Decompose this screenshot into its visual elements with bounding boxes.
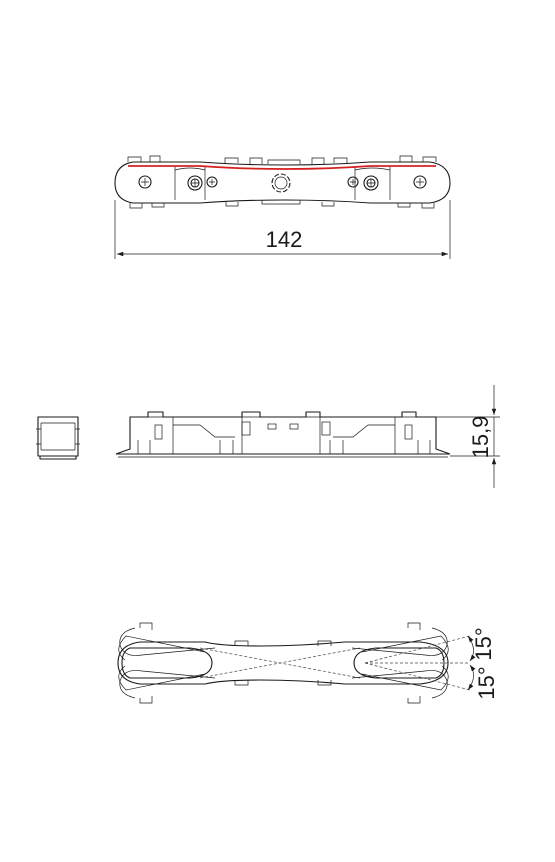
side-view-base — [115, 411, 451, 455]
length-dimension-label: 142 — [266, 227, 303, 252]
top-view: 142 — [114, 155, 451, 259]
end-view — [36, 416, 80, 460]
top-view-accent-line — [128, 165, 436, 170]
length-dimension: 142 — [114, 200, 451, 259]
height-dimension: 15,9 — [436, 385, 500, 488]
tilt-down-angle-label: 15° — [474, 666, 499, 699]
rotation-view: 15° 15° — [117, 622, 499, 704]
screw-icon — [413, 175, 427, 189]
center-hole-icon — [271, 173, 291, 193]
top-view-outline — [114, 161, 451, 204]
height-dimension-label: 15,9 — [468, 416, 493, 459]
screw-icon — [363, 175, 379, 191]
rotation-view-body — [117, 641, 449, 685]
screw-icon — [347, 176, 359, 188]
screw-icon — [187, 175, 203, 191]
screw-icon — [206, 176, 218, 188]
tilt-up-angle-label: 15° — [471, 627, 496, 660]
side-view: 15,9 — [115, 385, 500, 488]
screw-icon — [138, 175, 152, 189]
